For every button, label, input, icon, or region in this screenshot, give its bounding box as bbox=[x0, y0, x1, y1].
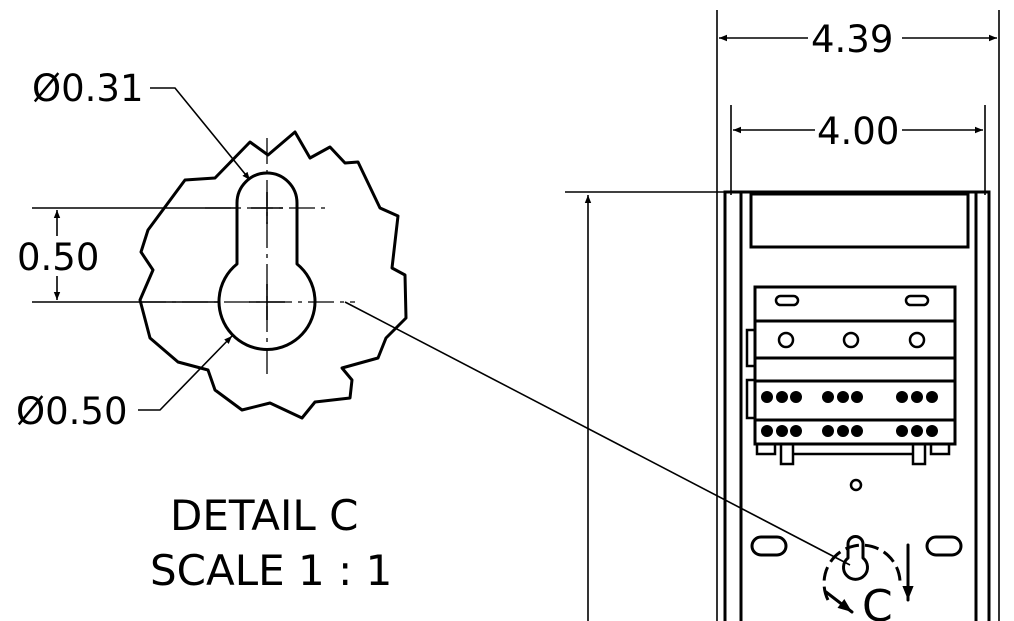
detail-scale: SCALE 1 : 1 bbox=[150, 546, 392, 595]
detail-callout-letter: C bbox=[862, 581, 893, 621]
center-distance-label: 0.50 bbox=[17, 236, 99, 279]
inner-width-label: 4.00 bbox=[817, 110, 899, 153]
keyhole-slot-outline bbox=[217, 171, 317, 351]
upper-center-mark bbox=[251, 192, 283, 224]
slot-diameter-label: Ø0.31 bbox=[32, 67, 144, 110]
detail-c-view: 0.50 Ø0.31 Ø0.50 DETAIL C SCALE 1 : 1 bbox=[16, 67, 851, 595]
right-mounting-slot bbox=[925, 535, 963, 557]
detail-break-boundary bbox=[138, 130, 408, 420]
overall-width-label: 4.39 bbox=[811, 18, 893, 61]
main-view: 4.39 4.00 bbox=[565, 10, 1000, 621]
enclosure-body bbox=[723, 190, 991, 621]
hole-diameter-label: Ø0.50 bbox=[16, 390, 128, 433]
callout-arrow-left bbox=[824, 590, 854, 614]
small-mounting-hole bbox=[849, 478, 863, 492]
detail-callout-circle bbox=[822, 543, 902, 601]
main-keyhole-slot bbox=[842, 535, 869, 581]
detail-link-line bbox=[344, 301, 851, 566]
terminal-block bbox=[745, 285, 957, 466]
left-mounting-slot bbox=[750, 535, 788, 557]
slot-diameter-leader bbox=[150, 87, 251, 181]
label-window bbox=[749, 192, 970, 249]
lower-center-mark bbox=[249, 284, 285, 320]
hole-diameter-leader bbox=[138, 335, 233, 411]
detail-title: DETAIL C bbox=[170, 491, 358, 540]
